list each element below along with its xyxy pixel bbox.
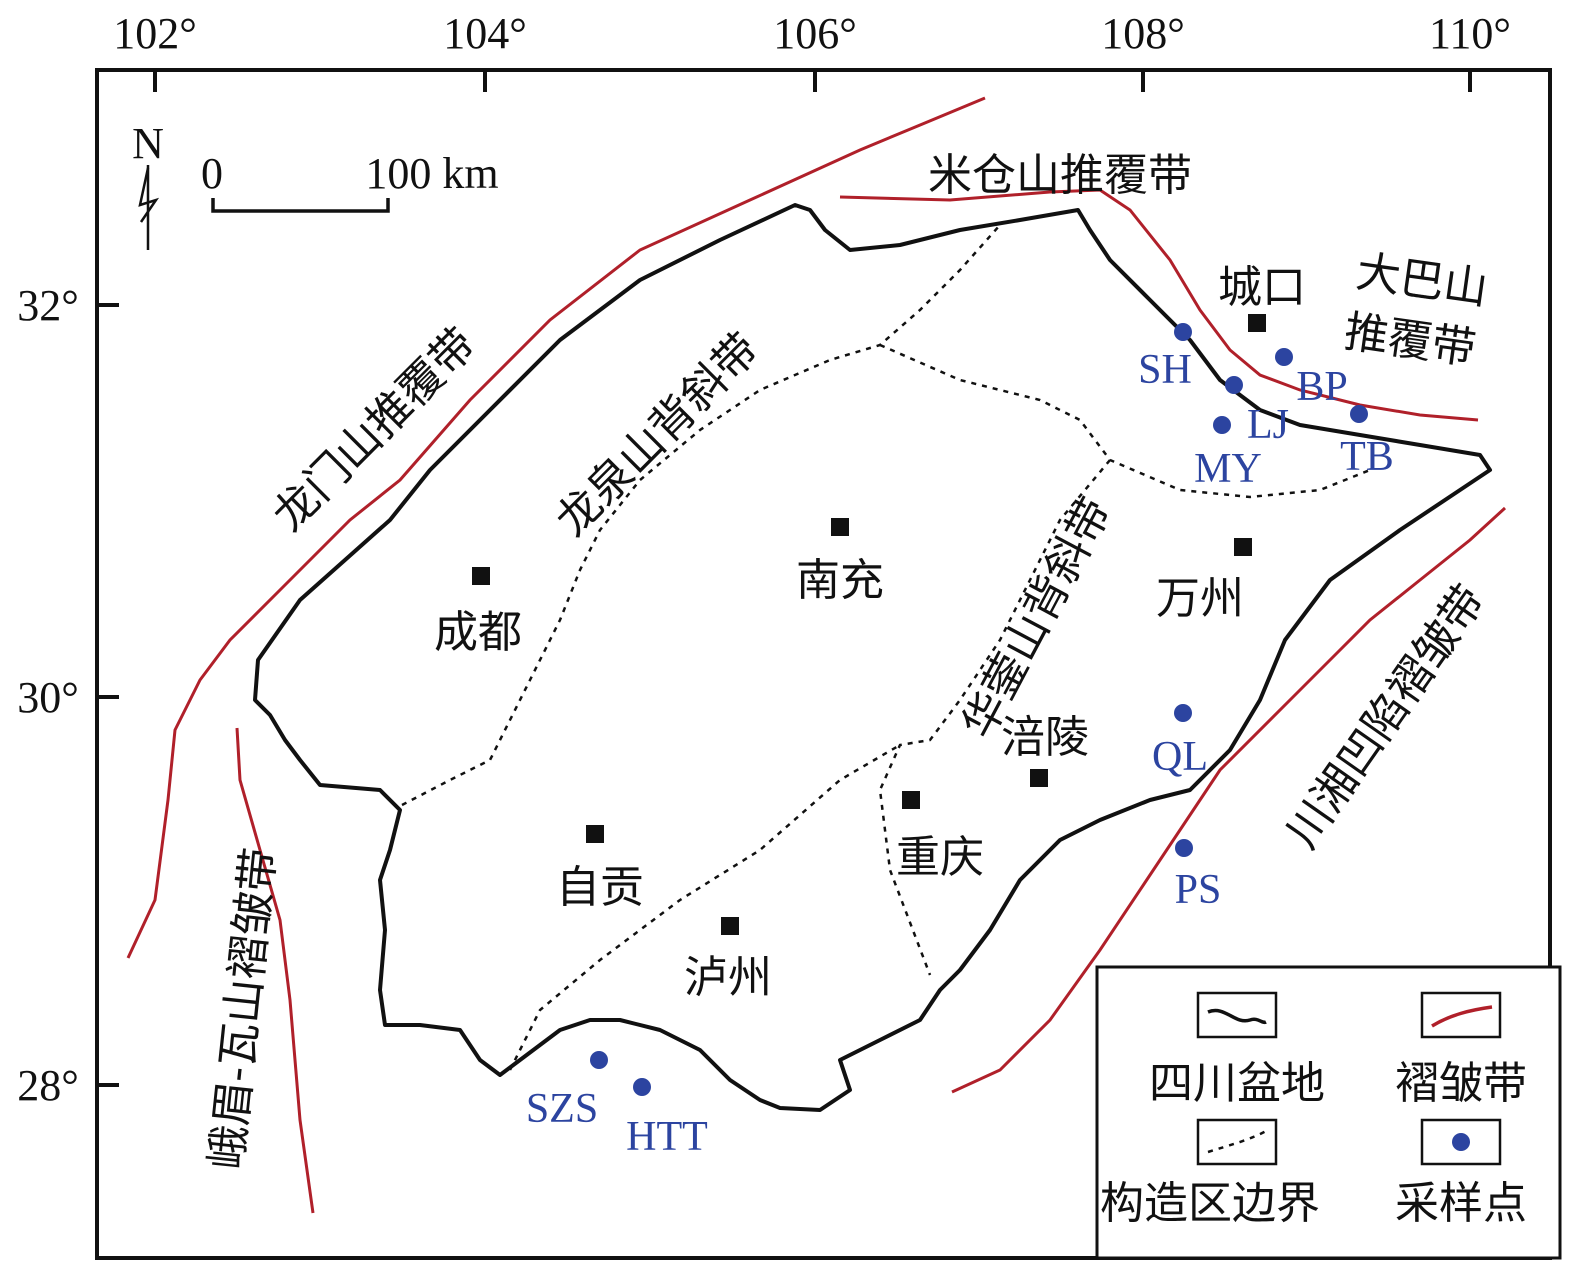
site-label-PS: PS [1175, 867, 1222, 913]
site-label-QL: QL [1152, 734, 1208, 780]
map-frame [95, 68, 1552, 1260]
site-marker-LJ [1225, 376, 1243, 394]
sichuan-basin-outline [253, 203, 1492, 1112]
site-marker-SH [1174, 323, 1192, 341]
site-marker-BP [1275, 348, 1293, 366]
emei-belt-line [235, 727, 315, 1214]
site-label-MY: MY [1194, 446, 1262, 492]
lon-tick-108: 108° [1101, 9, 1185, 58]
axis-ticks [97, 70, 1472, 1087]
boundary-line [878, 459, 1111, 976]
city-label-nanchong: 南充 [796, 555, 884, 606]
scale-bar [211, 198, 390, 213]
lat-tick-28: 28° [17, 1061, 79, 1110]
micang-belt-label: 米仓山推覆带 [928, 150, 1192, 201]
city-marker-nanchong [831, 518, 849, 536]
site-marker-SZS [590, 1051, 608, 1069]
site-label-BP: BP [1296, 364, 1347, 410]
north-label: N [132, 119, 164, 168]
site-label-SH: SH [1138, 347, 1192, 393]
daba-belt-label-2: 推覆带 [1341, 306, 1479, 375]
chuanxiang-belt-line [951, 506, 1507, 1094]
site-marker-TB [1350, 405, 1368, 423]
city-marker-chongqing [902, 791, 920, 809]
site-label-TB: TB [1340, 434, 1394, 480]
lat-tick-32: 32° [17, 281, 79, 330]
city-label-chengkou: 城口 [1218, 262, 1306, 313]
city-marker-wanzhou [1234, 538, 1252, 556]
city-marker-fuling [1030, 769, 1048, 787]
scale-zero: 0 [201, 149, 223, 198]
site-label-LJ: LJ [1247, 402, 1289, 448]
site-marker-QL [1174, 704, 1192, 722]
lon-tick-110: 110° [1429, 9, 1511, 58]
city-marker-luzhou [721, 917, 739, 935]
site-marker-MY [1213, 416, 1231, 434]
sampling-sites [590, 323, 1368, 1096]
legend-swatch-basin [1196, 991, 1278, 1039]
daba-belt-label-1: 大巴山 [1353, 246, 1491, 315]
emei-belt-label: 峨眉-瓦山褶皱带 [201, 845, 285, 1171]
lon-tick-104: 104° [443, 9, 527, 58]
site-label-HTT: HTT [626, 1114, 708, 1160]
legend-swatch-site [1420, 1118, 1502, 1166]
city-markers [472, 314, 1266, 935]
micang-daba-belt-line [839, 188, 1479, 422]
city-label-zigong: 自贡 [556, 862, 644, 913]
legend-swatch-fold [1420, 991, 1502, 1039]
legend-label-basin: 四川盆地 [1149, 1058, 1325, 1109]
city-label-luzhou: 泸州 [684, 952, 772, 1003]
site-label-SZS: SZS [526, 1086, 598, 1132]
boundary-line [401, 224, 1001, 807]
city-label-fuling: 涪陵 [1001, 712, 1089, 763]
city-label-wanzhou: 万州 [1156, 573, 1244, 624]
chuanxiang-belt-label: 川湘凹陷褶皱带 [1277, 576, 1495, 858]
longmen-belt-label: 龙门山推覆带 [263, 318, 486, 541]
lon-tick-102: 102° [113, 9, 197, 58]
city-marker-chengdu [472, 567, 490, 585]
site-marker-HTT [633, 1078, 651, 1096]
legend: 四川盆地 褶皱带 构造区边界 采样点 [1095, 965, 1562, 1260]
boundary-line [508, 743, 901, 1071]
site-marker-PS [1175, 839, 1193, 857]
scale-end: 100 km [365, 149, 498, 198]
legend-label-boundary: 构造区边界 [1100, 1178, 1320, 1229]
lat-tick-30: 30° [17, 673, 79, 722]
longmen-belt-line [126, 96, 986, 959]
north-arrow-icon [138, 165, 160, 250]
longquan-belt-label: 龙泉山背斜带 [546, 323, 769, 546]
legend-swatch-boundary [1196, 1118, 1278, 1166]
city-marker-chengkou [1248, 314, 1266, 332]
city-marker-zigong [586, 825, 604, 843]
legend-label-site: 采样点 [1395, 1178, 1527, 1229]
city-label-chongqing: 重庆 [896, 832, 984, 883]
city-label-chengdu: 成都 [434, 607, 522, 658]
huaying-belt-label: 华蓥山背斜带 [953, 490, 1122, 747]
lon-tick-106: 106° [773, 9, 857, 58]
legend-label-fold: 褶皱带 [1395, 1058, 1527, 1109]
